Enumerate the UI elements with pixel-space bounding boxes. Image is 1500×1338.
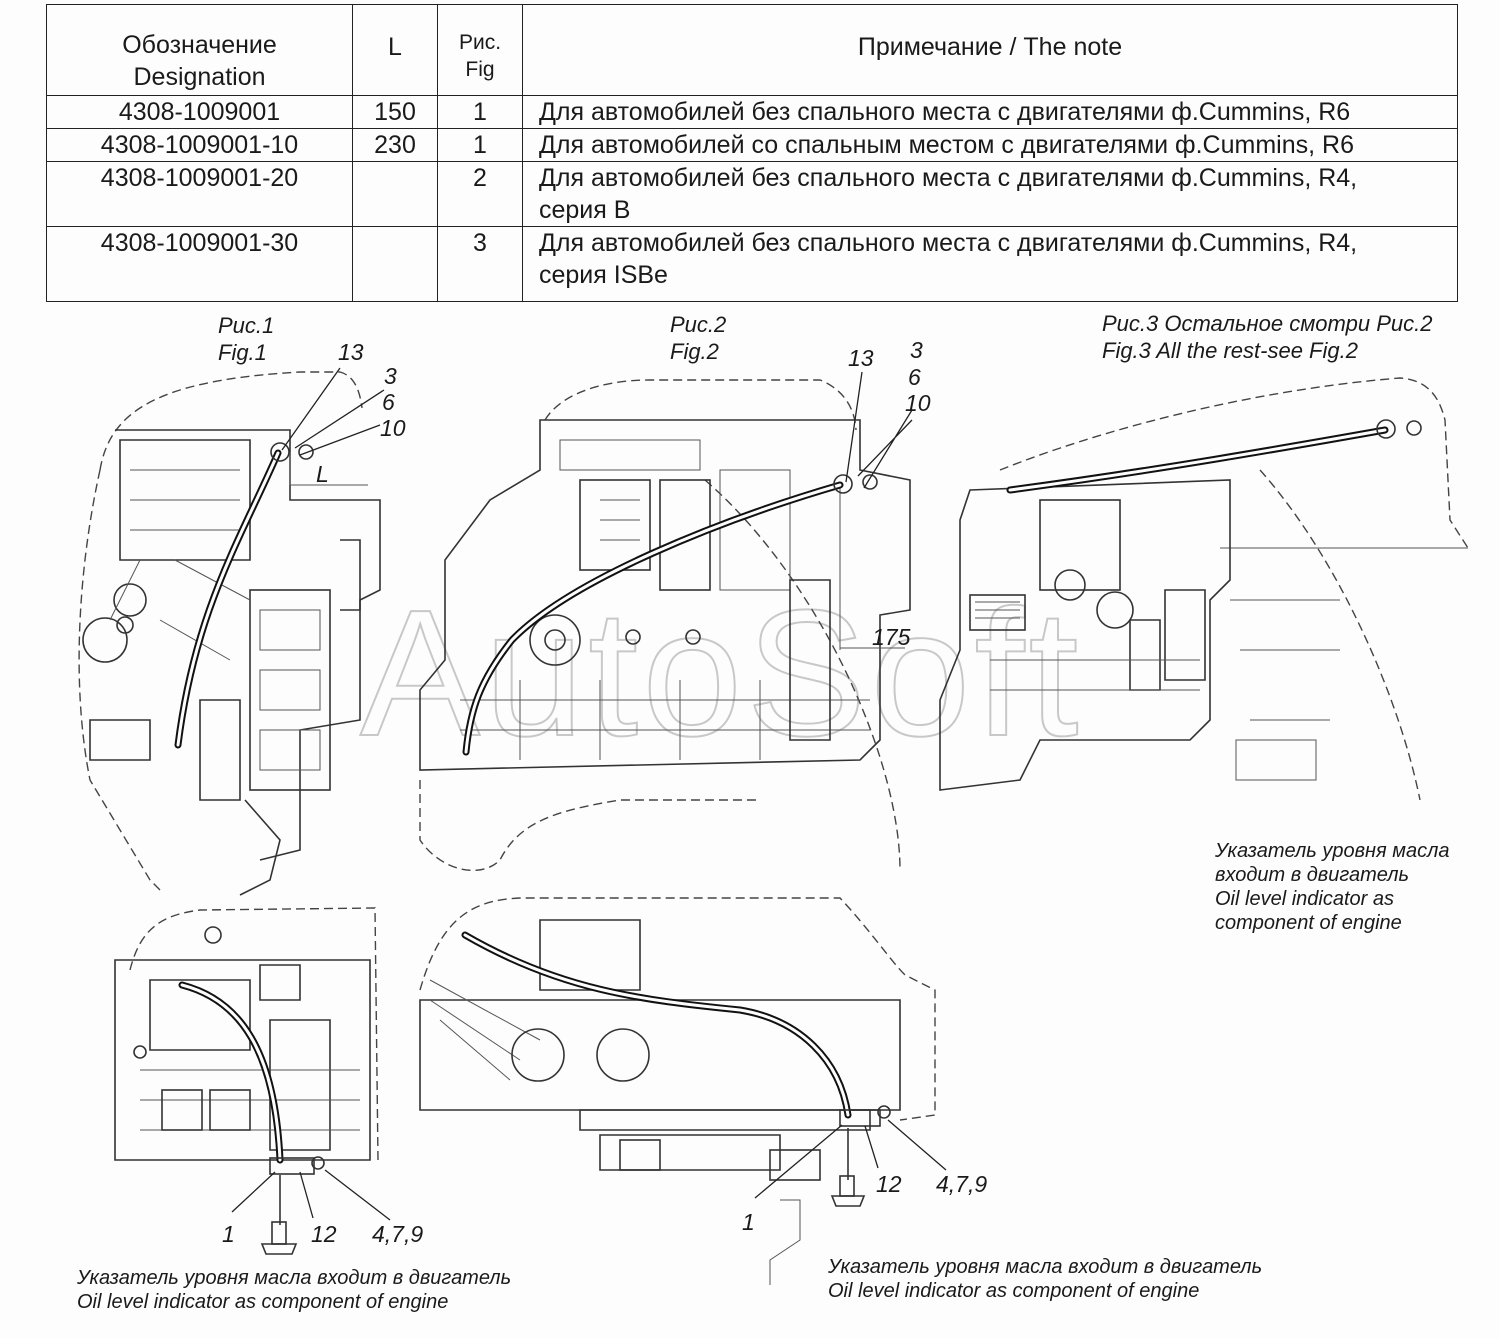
fig2-callout-13: 13 (848, 345, 874, 371)
row-note: Для автомобилей без спального места с дв… (522, 226, 1458, 302)
fig1-callout-13: 13 (338, 339, 364, 365)
fig3-drawing (939, 377, 1469, 801)
table-row: 4308-1009001-30 3 Для автомобилей без сп… (46, 226, 1458, 302)
table-header-row: Обозначение Designation L Рис. Fig Приме… (46, 4, 1458, 96)
fig1-callout-6: 6 (382, 389, 395, 415)
row-note: Для автомобилей без спального места с дв… (522, 95, 1458, 129)
fig2-drawing (419, 371, 913, 872)
fig2-callout-6: 6 (908, 364, 921, 390)
fig1-callout-3: 3 (384, 363, 397, 389)
fig2-callout-12: 12 (876, 1171, 902, 1197)
fig2-callout-1: 1 (742, 1209, 755, 1235)
table-row: 4308-1009001 150 1 Для автомобилей без с… (46, 95, 1458, 129)
row-length: 150 (352, 95, 438, 129)
bottom-left-note-en: Oil level indicator as component of engi… (77, 1291, 448, 1313)
fig2-title-en: Fig.2 (670, 339, 719, 364)
table-row: 4308-1009001-10 230 1 Для автомобилей со… (46, 128, 1458, 162)
fig1-title-en: Fig.1 (218, 340, 267, 365)
header-fig: Рис. Fig (437, 4, 523, 96)
fig1-detail-drawing (114, 907, 391, 1255)
fig3-note-ru-1: Указатель уровня масла (1214, 840, 1450, 862)
fig2-detail-drawing (419, 897, 947, 1285)
bottom-right-note-en: Oil level indicator as component of engi… (828, 1280, 1199, 1302)
row-fig: 3 (437, 226, 523, 302)
fig1-callout-12: 12 (311, 1221, 337, 1247)
row-length: 230 (352, 128, 438, 162)
row-note: Для автомобилей со спальным местом с дви… (522, 128, 1458, 162)
fig1-callout-10: 10 (380, 415, 406, 441)
fig3-title-ru: Рис.3 Остальное смотри Рис.2 (1102, 311, 1432, 336)
bottom-right-note-ru: Указатель уровня масла входит в двигател… (827, 1256, 1262, 1278)
fig2-callout-10: 10 (905, 390, 931, 416)
header-designation: Обозначение Designation (46, 4, 353, 96)
table-row: 4308-1009001-20 2 Для автомобилей без сп… (46, 161, 1458, 227)
fig2-callout-479: 4,7,9 (936, 1171, 987, 1197)
fig2-callout-3: 3 (910, 337, 923, 363)
specification-table: Обозначение Designation L Рис. Fig Приме… (46, 4, 1458, 302)
bottom-left-note-ru: Указатель уровня масла входит в двигател… (76, 1267, 511, 1289)
header-note: Примечание / The note (522, 4, 1458, 96)
fig1-callout-1: 1 (222, 1221, 235, 1247)
fig2-dim-175: 175 (872, 624, 911, 650)
fig3-note-en-2: component of engine (1215, 912, 1402, 934)
fig1-title-ru: Рис.1 (218, 313, 274, 338)
fig1-callout-479: 4,7,9 (372, 1221, 423, 1247)
row-designation: 4308-1009001-30 (46, 226, 353, 302)
fig1-drawing (78, 367, 385, 896)
fig3-note-en-1: Oil level indicator as (1215, 888, 1394, 910)
row-designation: 4308-1009001-10 (46, 128, 353, 162)
fig3-note-ru-2: входит в двигатель (1215, 864, 1409, 886)
row-note: Для автомобилей без спального места с дв… (522, 161, 1458, 227)
row-fig: 2 (437, 161, 523, 227)
row-length (352, 226, 438, 302)
fig1-dim-l: L (316, 461, 329, 487)
row-designation: 4308-1009001-20 (46, 161, 353, 227)
fig2-title-ru: Рис.2 (670, 312, 726, 337)
row-designation: 4308-1009001 (46, 95, 353, 129)
fig3-title-en: Fig.3 All the rest-see Fig.2 (1102, 338, 1358, 363)
